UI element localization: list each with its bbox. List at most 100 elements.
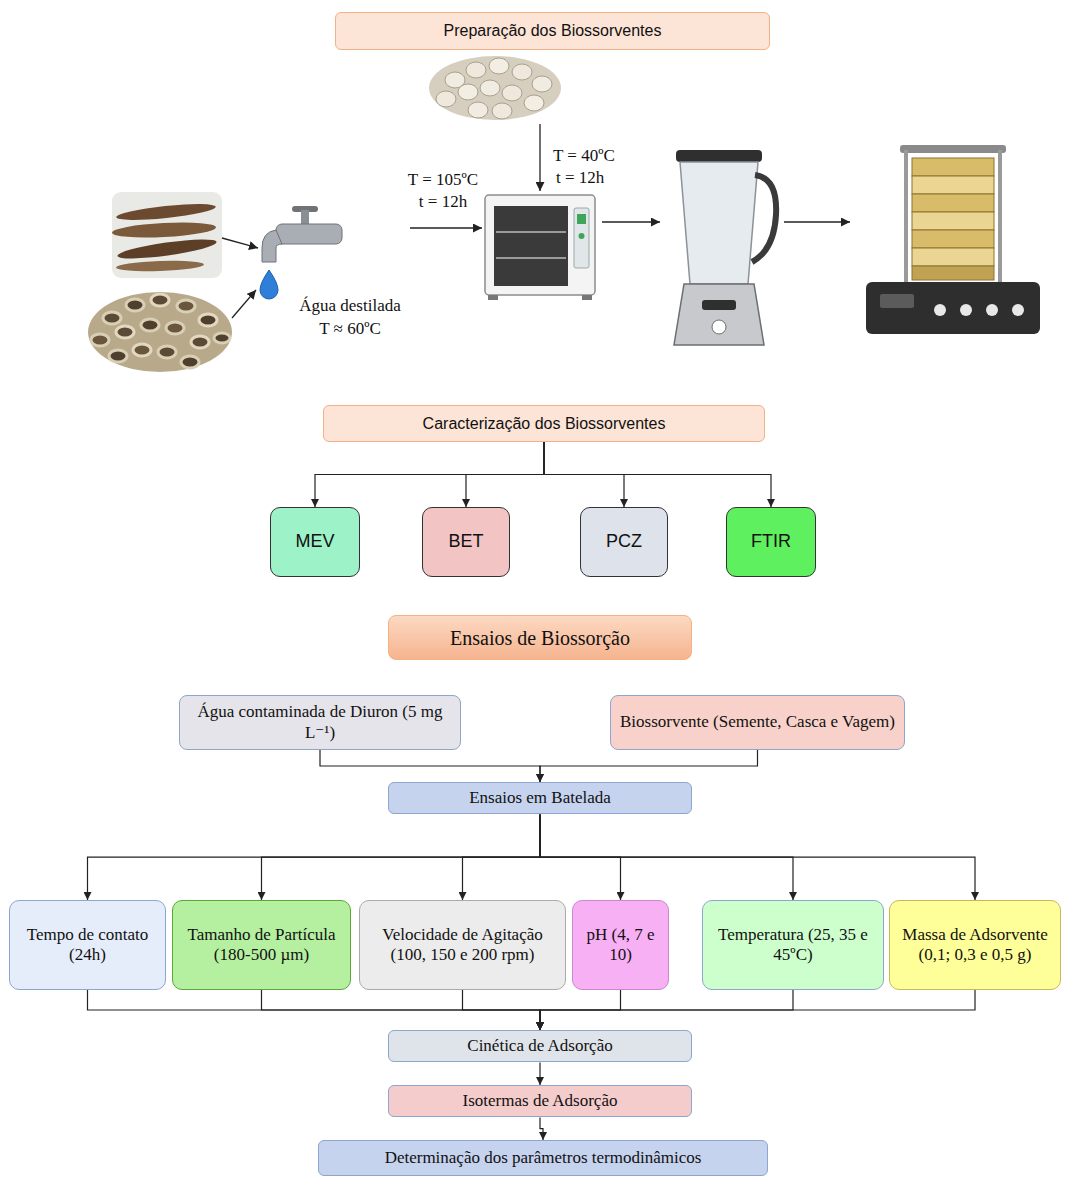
water-tap [260, 206, 342, 299]
section-heading: Caracterização dos Biossorventes [323, 405, 765, 442]
sieve [912, 194, 994, 212]
parameter-box: Temperatura (25, 35 e 45ºC) [702, 900, 884, 990]
box-text: Determinação dos parâmetros termodinâmic… [385, 1148, 702, 1168]
oven-display [577, 214, 586, 224]
seed-pile [429, 56, 561, 120]
flow-connector [466, 442, 544, 507]
flow-connector [540, 990, 975, 1030]
sieve-shaker [866, 145, 1040, 334]
seed [199, 314, 217, 326]
process-arrow [539, 124, 540, 191]
seed [480, 80, 500, 96]
pod [112, 220, 217, 239]
box-text: Ensaios em Batelada [469, 788, 611, 808]
technique-box: MEV [270, 507, 360, 577]
flow-connector [540, 814, 975, 900]
water-drop [260, 270, 278, 299]
sieve-pan [912, 266, 994, 280]
box-text: Ensaios de Biossorção [450, 626, 630, 650]
box-text: Água contaminada de Diuron (5 mg L⁻¹) [188, 702, 452, 743]
tap-body [276, 224, 342, 244]
blender-handle [752, 175, 776, 262]
box-text: BET [448, 531, 483, 553]
flow-connector [315, 442, 544, 507]
shaker-display [880, 294, 914, 308]
shaker-knob [934, 304, 946, 316]
shaker-knob [986, 304, 998, 316]
seed [468, 102, 488, 118]
seed [166, 322, 184, 334]
process-box: Isotermas de Adsorção [388, 1085, 692, 1117]
parameter-box: Massa de Adsorvente (0,1; 0,3 e 0,5 g) [889, 900, 1061, 990]
pod [116, 201, 217, 223]
flow-connector [262, 814, 541, 900]
parameter-box: Tamanho de Partícula (180-500 µm) [172, 900, 351, 990]
box-text: Massa de Adsorvente (0,1; 0,3 e 0,5 g) [898, 925, 1052, 966]
condition-label: Água destilada [299, 296, 401, 316]
oven-shelf [496, 231, 566, 233]
seed [492, 103, 512, 119]
oven-foot [488, 295, 498, 300]
box-text: Tamanho de Partícula (180-500 µm) [181, 925, 342, 966]
seed [116, 326, 134, 338]
seed [191, 336, 209, 348]
process-arrow [222, 238, 258, 248]
shaker-rod [904, 150, 908, 282]
tap-spout [262, 230, 282, 262]
sieve [912, 158, 994, 176]
seed [158, 346, 176, 358]
flow-connector [88, 814, 541, 900]
technique-box: FTIR [726, 507, 816, 577]
blender-lid [676, 150, 762, 162]
sieve [912, 248, 994, 266]
process-box: Ensaios em Batelada [388, 782, 692, 814]
technique-box: BET [422, 507, 510, 577]
seed [181, 356, 199, 368]
shaker-knob [1012, 304, 1024, 316]
parameter-box: pH (4, 7 e 10) [572, 900, 669, 990]
seed [151, 294, 169, 306]
seed [133, 344, 151, 356]
oven-foot [582, 295, 592, 300]
box-text: Biossorvente (Semente, Casca e Vagem) [620, 712, 895, 732]
moringa-seeds-photo [88, 292, 232, 372]
parameter-box: Velocidade de Agitação (100, 150 e 200 r… [359, 900, 566, 990]
blender-jar [680, 162, 758, 284]
flow-connector [320, 750, 540, 782]
section-heading: Preparação dos Biossorventes [335, 12, 770, 50]
shaker-knob [960, 304, 972, 316]
pod [116, 259, 204, 272]
box-text: MEV [295, 531, 334, 553]
seed [141, 319, 159, 331]
sieve [912, 176, 994, 194]
box-text: Tempo de contato (24h) [18, 925, 157, 966]
condition-label: T ≈ 60ºC [319, 319, 381, 339]
parameter-box: Tempo de contato (24h) [9, 900, 166, 990]
flow-connector [540, 750, 758, 782]
seed [532, 76, 552, 92]
box-text: FTIR [751, 531, 791, 553]
seed [103, 312, 121, 324]
condition-label: T = 40ºC [553, 146, 615, 166]
flow-connector [539, 1062, 540, 1085]
box-text: pH (4, 7 e 10) [581, 925, 660, 966]
blender-knob [712, 320, 726, 334]
oven-knob [579, 233, 585, 239]
box-text: Isotermas de Adsorção [463, 1091, 618, 1111]
process-arrows [222, 124, 850, 318]
section-heading: Ensaios de Biossorção [388, 615, 692, 660]
input-box: Água contaminada de Diuron (5 mg L⁻¹) [179, 695, 461, 750]
oven-panel [574, 208, 589, 268]
moringa-pods-photo [112, 192, 222, 278]
seed [458, 84, 478, 100]
flow-connector [463, 990, 541, 1030]
process-box: Cinética de Adsorção [388, 1030, 692, 1062]
process-arrow [784, 221, 850, 222]
flow-connector [463, 814, 541, 900]
process-arrow [602, 221, 660, 222]
process-arrow [232, 290, 256, 318]
flow-connector [262, 990, 541, 1030]
